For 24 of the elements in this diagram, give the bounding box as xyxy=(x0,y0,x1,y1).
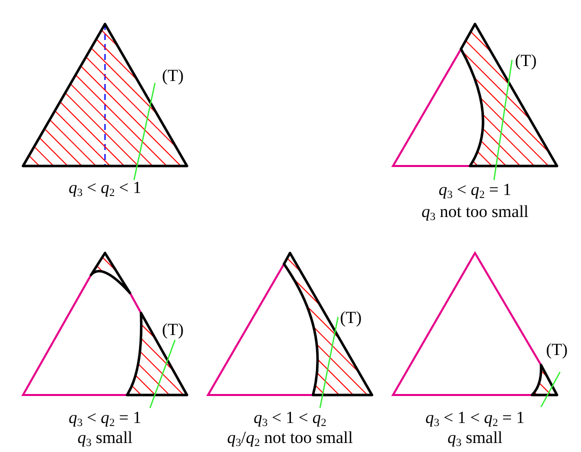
condition-caption: q$_{3}$ not too small xyxy=(421,202,529,222)
condition-caption: q$_{3}$ small xyxy=(447,428,503,448)
hatched-region xyxy=(530,364,558,396)
condition-caption: q$_{3}$/q$_{2}$ not too small xyxy=(227,428,353,448)
condition-caption: q$_{3}$ < q$_{2}$ < 1 xyxy=(68,178,142,198)
region-label: (T) xyxy=(515,52,537,70)
hatched-region xyxy=(126,312,188,396)
region-label: (T) xyxy=(162,67,184,85)
condition-caption: q$_{3}$ < 1 < q$_{2}$ xyxy=(254,408,326,428)
hatched-region xyxy=(460,22,558,168)
leader-line xyxy=(319,316,339,408)
condition-caption: q$_{3}$ < q$_{2}$ = 1 xyxy=(438,180,512,200)
condition-caption: q$_{3}$ < q$_{2}$ = 1 xyxy=(68,408,142,428)
region-label: (T) xyxy=(162,321,184,339)
leader-line xyxy=(149,340,176,408)
condition-caption: q$_{3}$ small xyxy=(77,428,133,448)
leader-line xyxy=(540,372,561,408)
condition-caption: q$_{3}$ < 1 < q$_{2}$ = 1 xyxy=(425,408,525,428)
leader-line xyxy=(133,82,156,180)
region-label: (T) xyxy=(340,309,362,327)
hatched-region xyxy=(282,252,374,396)
region-label: (T) xyxy=(546,341,568,359)
hatched-region xyxy=(22,22,188,168)
leader-line xyxy=(493,60,513,180)
